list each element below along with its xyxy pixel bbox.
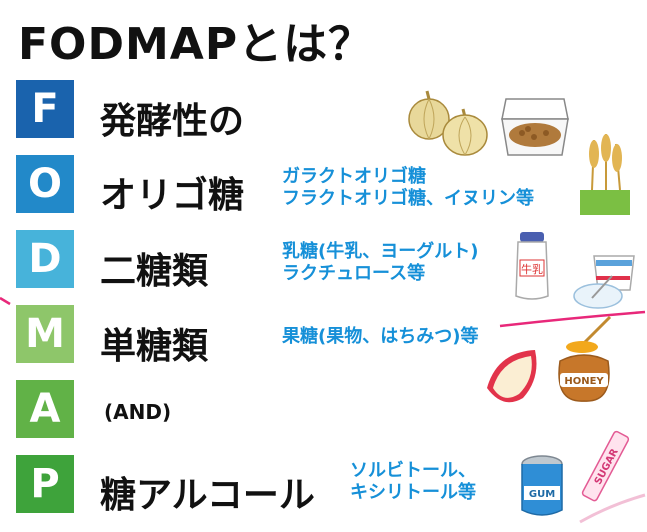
- milk-label: 牛乳: [521, 262, 543, 276]
- examples-polyols: ソルビトール、 キシリトール等: [350, 460, 476, 504]
- letter-f-block: F: [16, 80, 74, 138]
- garlic-icon: [408, 90, 488, 156]
- example-line: ラクチュロース等: [282, 263, 426, 284]
- category-monosaccharides: 単糖類: [100, 326, 209, 367]
- wheat-icon: [580, 134, 630, 215]
- category-oligosaccharides: オリゴ糖: [100, 175, 245, 216]
- gum-label: GUM: [529, 489, 555, 500]
- examples-monosaccharides: 果糖(果物、はちみつ)等: [282, 326, 478, 348]
- letter-a-block: A: [16, 380, 74, 438]
- gum-container-icon: GUM: [521, 455, 563, 516]
- letter-m-block: M: [16, 305, 74, 363]
- category-disaccharides: 二糖類: [100, 251, 209, 292]
- sugar-stick-icon: SUGAR: [581, 430, 630, 502]
- examples-oligosaccharides: ガラクトオリゴ糖 フラクトオリゴ糖、イヌリン等: [282, 166, 534, 210]
- letter-d-block: D: [16, 230, 74, 288]
- letter-o-block: O: [16, 155, 74, 213]
- honey-label: HONEY: [564, 376, 604, 387]
- apple-slice-icon: [487, 350, 537, 403]
- honey-pot-icon: HONEY: [558, 315, 612, 402]
- page-title: FODMAPとは？: [18, 19, 374, 70]
- natto-icon: [501, 98, 569, 156]
- category-and: (AND): [104, 400, 172, 424]
- yogurt-icon: [573, 255, 635, 309]
- letter-p-block: P: [16, 455, 74, 513]
- category-fermentable: 発酵性の: [100, 101, 245, 142]
- example-line: ソルビトール、: [350, 460, 476, 481]
- example-line: ガラクトオリゴ糖: [282, 166, 426, 187]
- milk-bottle-icon: 牛乳: [515, 232, 549, 300]
- example-line: 果糖(果物、はちみつ)等: [282, 326, 479, 347]
- example-line: キシリトール等: [350, 482, 476, 503]
- category-polyols: 糖アルコール: [100, 475, 315, 516]
- example-line: 乳糖(牛乳、ヨーグルト): [282, 241, 479, 262]
- example-line: フラクトオリゴ糖、イヌリン等: [282, 188, 534, 209]
- examples-disaccharides: 乳糖(牛乳、ヨーグルト) ラクチュロース等: [282, 241, 478, 285]
